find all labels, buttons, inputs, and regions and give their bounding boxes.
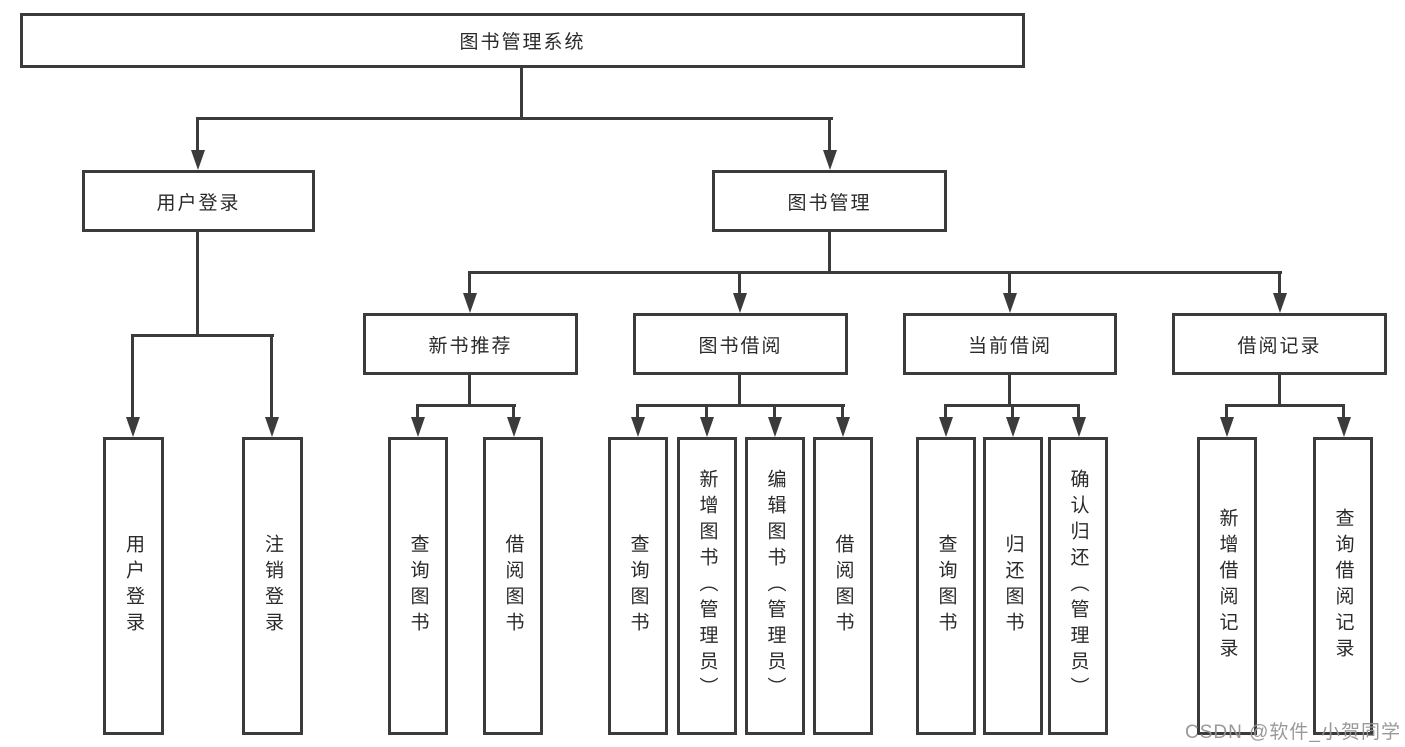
- leaf-confirm-return-admin-label: 确认归还（管理员）: [1067, 469, 1089, 703]
- leaf-query-books-recommend: 查询图书: [388, 437, 448, 735]
- node-user-login-label: 用户登录: [156, 192, 241, 214]
- leaf-return-books: 归还图书: [983, 437, 1043, 735]
- leaf-add-borrow-record: 新增借阅记录: [1197, 437, 1257, 735]
- leaf-user-login-label: 用户登录: [123, 534, 144, 638]
- leaf-borrow-books-recommend: 借阅图书: [483, 437, 543, 735]
- node-current-borrow-label: 当前借阅: [967, 335, 1052, 357]
- node-user-login: 用户登录: [82, 170, 315, 232]
- leaf-edit-books-admin-label: 编辑图书（管理员）: [764, 469, 786, 703]
- node-new-book-recommend-label: 新书推荐: [428, 335, 513, 357]
- node-book-management: 图书管理: [712, 170, 947, 232]
- node-book-borrow-label: 图书借阅: [698, 335, 783, 357]
- leaf-logout: 注销登录: [242, 437, 303, 735]
- node-root-label: 图书管理系统: [459, 32, 586, 53]
- leaf-logout-label: 注销登录: [262, 534, 283, 638]
- node-book-management-label: 图书管理: [787, 192, 872, 214]
- node-current-borrow: 当前借阅: [903, 313, 1117, 375]
- leaf-edit-books-admin: 编辑图书（管理员）: [745, 437, 805, 735]
- leaf-query-borrow-record: 查询借阅记录: [1313, 437, 1373, 735]
- leaf-borrow-books-label: 借阅图书: [832, 534, 854, 638]
- node-borrow-records: 借阅记录: [1172, 313, 1387, 375]
- leaf-query-books-current-label: 查询图书: [935, 534, 957, 638]
- leaf-user-login: 用户登录: [103, 437, 164, 735]
- node-new-book-recommend: 新书推荐: [363, 313, 578, 375]
- leaf-query-books-current: 查询图书: [916, 437, 976, 735]
- leaf-query-borrow-record-label: 查询借阅记录: [1332, 508, 1354, 664]
- node-borrow-records-label: 借阅记录: [1237, 335, 1322, 357]
- leaf-add-books-admin-label: 新增图书（管理员）: [696, 469, 718, 703]
- leaf-add-borrow-record-label: 新增借阅记录: [1216, 508, 1238, 664]
- node-root-system: 图书管理系统: [20, 13, 1025, 68]
- node-book-borrow: 图书借阅: [633, 313, 848, 375]
- leaf-borrow-books: 借阅图书: [813, 437, 873, 735]
- leaf-return-books-label: 归还图书: [1002, 534, 1024, 638]
- csdn-watermark: CSDN @软件_小贺同学: [1185, 722, 1401, 743]
- leaf-borrow-books-recommend-label: 借阅图书: [502, 534, 524, 638]
- leaf-confirm-return-admin: 确认归还（管理员）: [1048, 437, 1108, 735]
- leaf-query-books-borrow-label: 查询图书: [627, 534, 649, 638]
- leaf-query-books-recommend-label: 查询图书: [407, 534, 429, 638]
- leaf-query-books-borrow: 查询图书: [608, 437, 668, 735]
- leaf-add-books-admin: 新增图书（管理员）: [677, 437, 737, 735]
